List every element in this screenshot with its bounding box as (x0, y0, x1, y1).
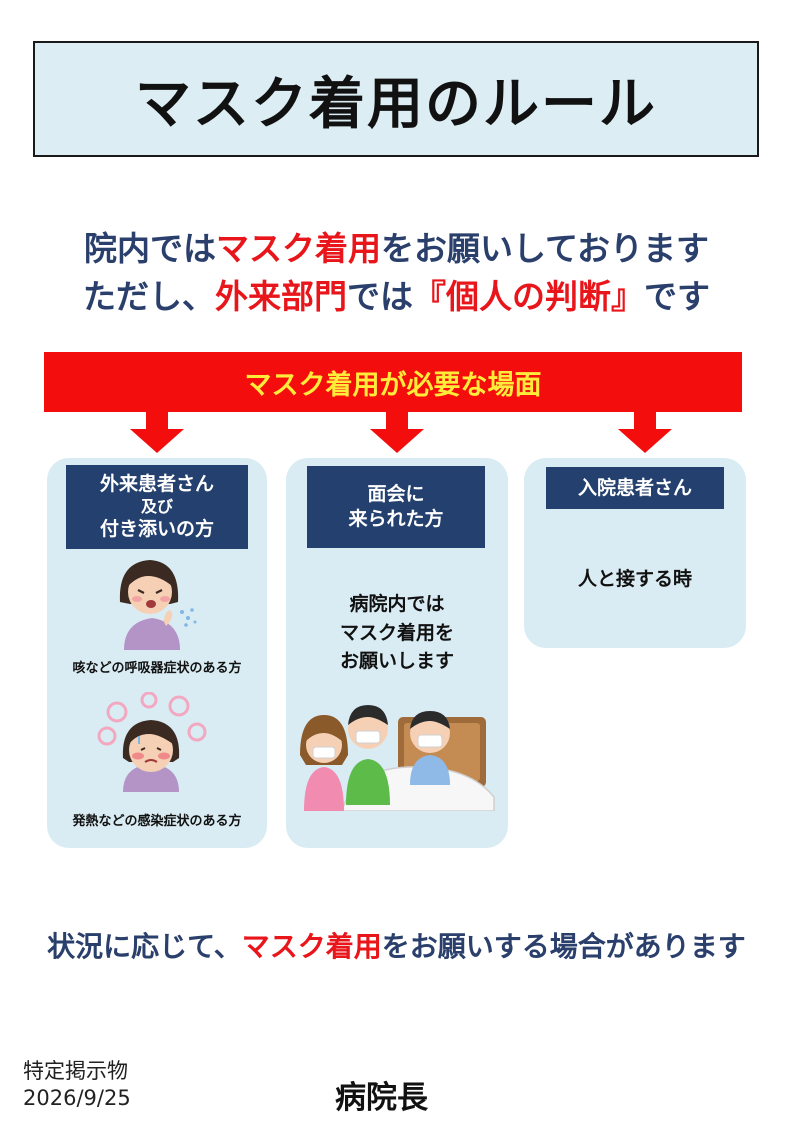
caption-infection: 発熱などの感染症状のある方 (72, 814, 242, 829)
feverish-person-icon (97, 692, 207, 792)
bottom-message-a: 状況に応じて、 (47, 930, 242, 963)
panel-title-line: 入院患者さん (577, 476, 692, 499)
intro-line-2-highlight-2: 『個人の判断』 (413, 277, 644, 316)
panel-title-line: 面会に (367, 483, 425, 506)
intro-line-2: ただし、外来部門では『個人の判断』です (0, 270, 793, 318)
visitors-message-line: お願いします (339, 650, 454, 672)
panel-title-line: 及び (140, 496, 173, 516)
bottom-message-c: をお願いする場合があります (381, 930, 746, 963)
intro-line-1-c: をお願いしております (380, 229, 710, 268)
hospital-visit-illustration (300, 705, 495, 811)
footer-notice: 特定掲示物 2026/9/25 (23, 1058, 131, 1113)
visitors-message: 病院内では マスク着用を お願いします (290, 590, 504, 676)
panel-title-line: 外来患者さん (99, 472, 214, 495)
panel-visitors-title: 面会に 来られた方 (307, 466, 485, 548)
required-situations-banner: マスク着用が必要な場面 (44, 352, 742, 412)
panel-outpatients-title: 外来患者さん 及び 付き添いの方 (66, 465, 248, 549)
footer-signature: 病院長 (335, 1080, 428, 1116)
panel-title-line: 付き添いの方 (99, 518, 214, 541)
title-box: マスク着用のルール (33, 41, 759, 157)
footer-label: 特定掲示物 (23, 1059, 128, 1083)
banner-text: マスク着用が必要な場面 (244, 369, 542, 401)
caption-respiratory: 咳などの呼吸器症状のある方 (72, 661, 242, 676)
footer-date: 2026/9/25 (23, 1086, 131, 1111)
intro-line-2-a: ただし、 (83, 277, 215, 316)
panel-title-line: 来られた方 (348, 508, 444, 530)
visitors-message-line: 病院内では (349, 593, 445, 615)
intro-line-2-highlight-1: 外来部門 (215, 277, 347, 316)
inpatients-message: 人と接する時 (577, 568, 692, 590)
visitors-message-line: マスク着用を (339, 621, 454, 644)
intro-line-2-c: では (347, 277, 413, 316)
intro-line-2-e: です (644, 277, 710, 316)
page-title: マスク着用のルール (135, 71, 657, 137)
panel-inpatients-title: 入院患者さん (546, 467, 724, 509)
coughing-person-icon (119, 560, 197, 650)
intro-line-1: 院内ではマスク着用をお願いしております (0, 222, 793, 270)
intro-line-1-highlight: マスク着用 (215, 229, 381, 268)
bottom-message-highlight: マスク着用 (241, 930, 382, 963)
intro-line-1-a: 院内では (83, 229, 216, 268)
bottom-message: 状況に応じて、マスク着用をお願いする場合があります (0, 925, 793, 965)
